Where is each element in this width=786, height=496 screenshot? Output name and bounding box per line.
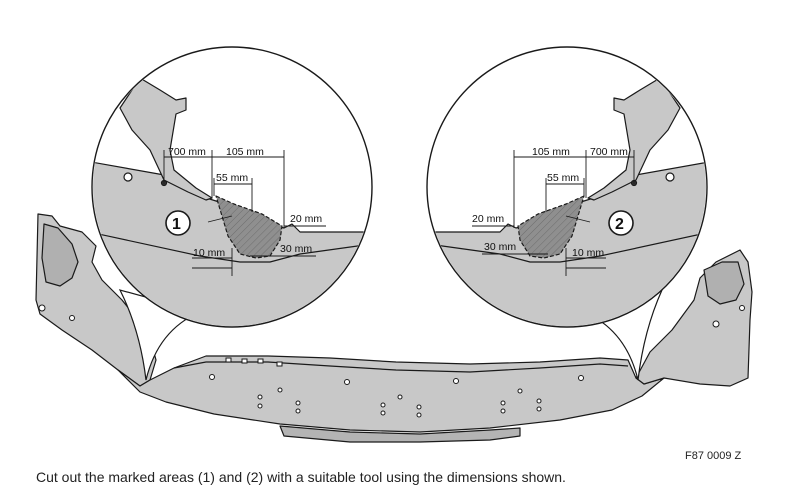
svg-text:2: 2 xyxy=(615,216,624,233)
right-dim-700: 700 mm xyxy=(590,146,628,158)
right-callout: 2 xyxy=(608,210,634,236)
left-dim-105: 105 mm xyxy=(226,146,264,158)
bumper-center xyxy=(117,355,665,433)
left-detail-bracket xyxy=(119,77,213,201)
right-dim-55: 55 mm xyxy=(547,172,579,184)
right-detail-bracket xyxy=(587,77,681,201)
left-dim-20: 20 mm xyxy=(290,213,322,225)
right-dim-10: 10 mm xyxy=(572,247,604,259)
bumper-holes xyxy=(38,304,745,418)
left-dimension-lines xyxy=(163,150,326,276)
bumper-main xyxy=(35,213,753,443)
left-dim-55: 55 mm xyxy=(216,172,248,184)
left-detail-cut-area xyxy=(215,195,283,259)
right-dim-20: 20 mm xyxy=(472,213,504,225)
bumper-slots xyxy=(225,357,283,367)
bumper-left-wing-inner xyxy=(41,223,79,287)
left-dim-30: 30 mm xyxy=(280,243,312,255)
right-magnifier: 700 mm 105 mm 55 mm 20 mm 30 mm 10 mm 2 xyxy=(426,46,708,381)
right-dimension-lines xyxy=(472,150,635,276)
caption-text: Cut out the marked areas (1) and (2) wit… xyxy=(36,469,566,485)
bumper-lower-lip xyxy=(279,425,521,443)
svg-text:1: 1 xyxy=(172,216,181,233)
left-callout: 1 xyxy=(165,210,191,236)
left-dim-700: 700 mm xyxy=(168,146,206,158)
bumper-right-wing-inner xyxy=(703,261,745,305)
right-dim-30: 30 mm xyxy=(484,241,516,253)
right-dim-105: 105 mm xyxy=(532,146,570,158)
left-dim-10: 10 mm xyxy=(193,247,225,259)
right-detail-cut-area xyxy=(517,195,585,259)
figure-code: F87 0009 Z xyxy=(685,450,742,462)
